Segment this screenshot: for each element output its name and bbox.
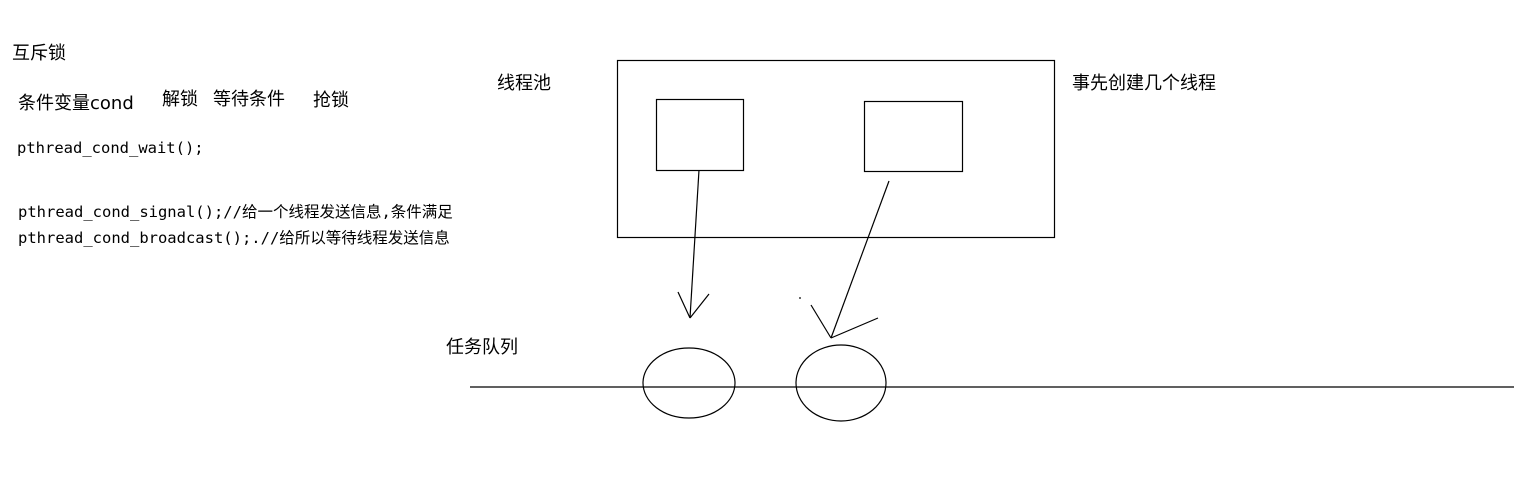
code-cond-wait: pthread_cond_wait(); <box>17 139 204 157</box>
task-item-2 <box>795 344 887 422</box>
thread-box-2 <box>863 100 964 173</box>
unlock-label: 解锁 <box>162 89 198 110</box>
arrow-thread1-to-task1 <box>677 169 710 319</box>
arrow-thread2-to-task2 <box>799 180 890 339</box>
arrow-head-left <box>810 304 832 339</box>
task-queue-label: 任务队列 <box>446 337 518 358</box>
task-item-1 <box>642 347 736 419</box>
code-cond-signal: pthread_cond_signal();//给一个线程发送信息,条件满足 <box>18 203 453 221</box>
thread-pool-box <box>616 59 1056 239</box>
arrow-shaft <box>689 169 700 319</box>
code-cond-broadcast: pthread_cond_broadcast();.//给所以等待线程发送信息 <box>18 229 450 247</box>
thread-pool-label: 线程池 <box>497 73 551 94</box>
precreate-threads-label: 事先创建几个线程 <box>1072 73 1216 94</box>
arrow-head-right <box>830 317 879 339</box>
wait-condition-label: 等待条件 <box>213 89 285 110</box>
arrow-head-right <box>689 293 710 319</box>
arrow-shaft <box>830 180 890 339</box>
stray-dot <box>799 297 801 299</box>
arrow-head-left <box>677 291 691 319</box>
grab-lock-label: 抢锁 <box>313 90 349 111</box>
thread-box-1 <box>655 98 745 172</box>
cond-variable-label: 条件变量cond <box>18 93 134 114</box>
mutex-label: 互斥锁 <box>12 43 66 64</box>
